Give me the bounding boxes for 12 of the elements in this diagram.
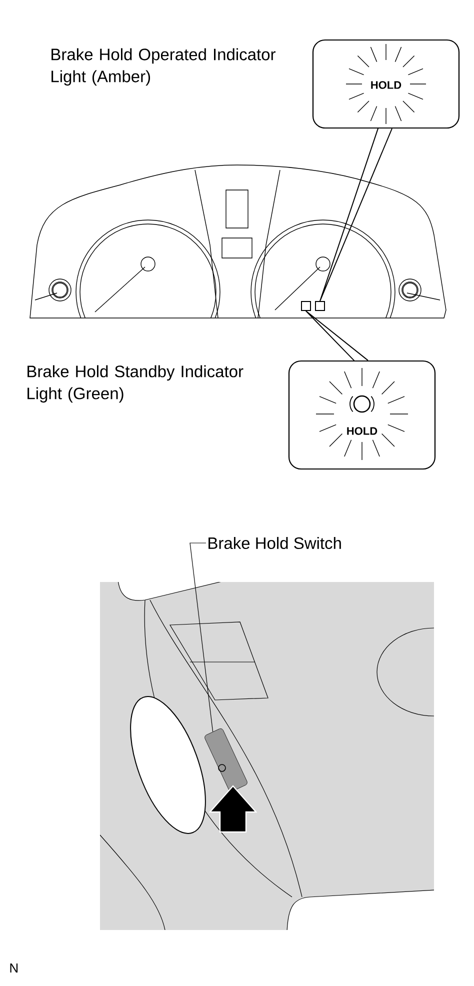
callout-caption: Brake Hold Operated Indicator Light (Amber) [52, 48, 276, 86]
part-label: Brake Hold Switch [208, 536, 341, 550]
callout-box [312, 39, 460, 129]
indicator-light [315, 301, 325, 311]
callout-box [288, 360, 436, 470]
indicator-light [301, 301, 311, 311]
callout-caption: Brake Hold Standby Indicator Light (Green) [28, 365, 244, 403]
figure-code: N [10, 964, 18, 972]
indicator-text: HOLD [347, 427, 378, 435]
indicator-text: HOLD [371, 81, 402, 89]
leader-line [190, 542, 214, 732]
switch-button [204, 728, 248, 792]
